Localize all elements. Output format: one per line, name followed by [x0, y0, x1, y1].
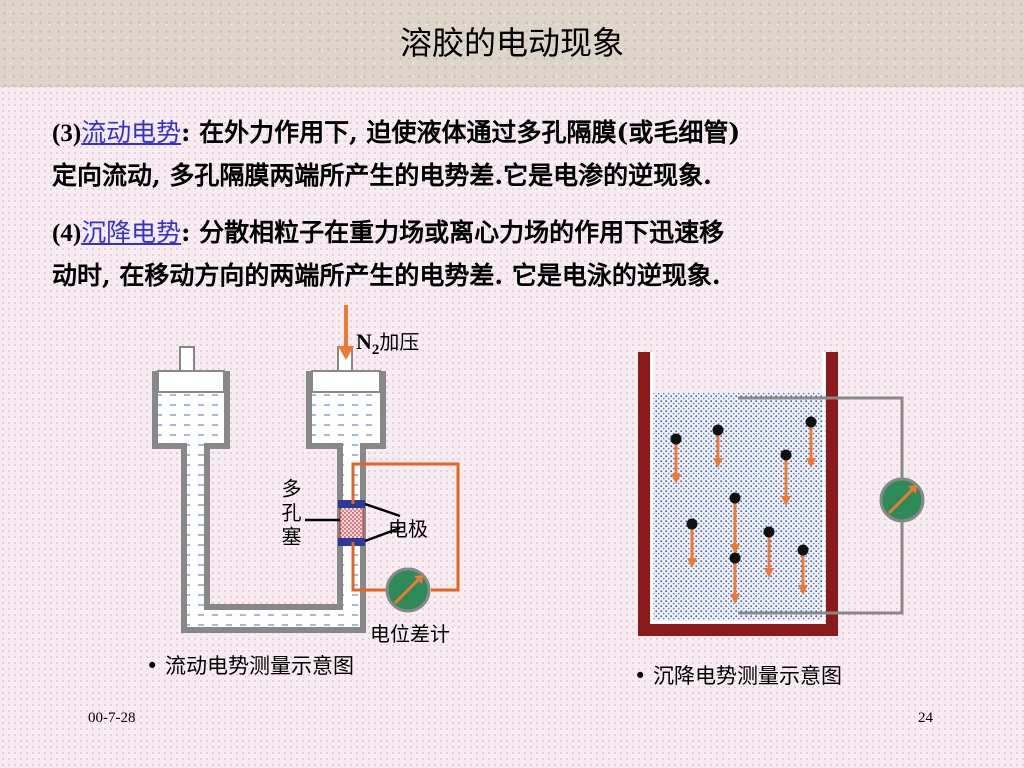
particle: [670, 433, 682, 484]
electrode-pointer-line-top: [364, 502, 401, 518]
wire-bottom: [351, 542, 386, 592]
colloid-suspension: [650, 392, 826, 622]
settling-particles: [670, 416, 817, 604]
definition-text: : 分散相粒子在重力场或离心力场的作用下迅速移: [181, 218, 725, 247]
meter-needle: [393, 575, 423, 605]
paragraph-streaming-potential: (3)流动电势: 在外力作用下, 迫使液体通过多孔隔膜(或毛细管) 定向流动, …: [52, 112, 982, 197]
definition-text-line2: 动时, 在移动方向的两端所产生的电势差. 它是电泳的逆现象.: [52, 261, 721, 290]
wire-top: [351, 462, 460, 592]
definition-text-line2: 定向流动, 多孔隔膜两端所产生的电势差.它是电渗的逆现象.: [52, 161, 712, 190]
potentiometer-label: 电位差计: [370, 622, 450, 646]
n2-subscript: 2: [371, 342, 380, 358]
particle: [729, 492, 741, 554]
slide-title: 溶胶的电动现象: [399, 24, 624, 62]
streaming-potential-caption: • 流动电势测量示意图: [146, 654, 355, 678]
meter-needle-tip: [414, 575, 423, 584]
electrode-pointer-line-bottom: [364, 526, 401, 543]
tube-outer-wall: [152, 371, 386, 633]
sedimentation-potential-caption: • 沉降电势测量示意图: [634, 664, 843, 688]
particle: [686, 518, 698, 568]
sedimentation-meter-needle: [887, 485, 917, 515]
sedimentation-meter-needle-tip: [908, 485, 917, 494]
slide-page-number: 24: [918, 710, 933, 726]
definition-text: : 在外力作用下, 迫使液体通过多孔隔膜(或毛细管): [181, 118, 741, 147]
porous-plug: [339, 505, 364, 541]
left-piston: [157, 370, 225, 393]
term-link-sedimentation-potential[interactable]: 沉降电势: [81, 218, 182, 247]
paragraph-sedimentation-potential: (4)沉降电势: 分散相粒子在重力场或离心力场的作用下迅速移 动时, 在移动方向…: [52, 212, 982, 297]
item-number: (3): [52, 120, 82, 147]
term-link-streaming-potential[interactable]: 流动电势: [81, 118, 182, 147]
beaker-wire-top: [738, 396, 904, 480]
particle: [763, 526, 775, 578]
sedimentation-beaker: [638, 352, 838, 636]
pressure-text: 加压: [379, 330, 420, 354]
n2-pressure-label: N2加压: [356, 326, 419, 359]
electrode-label: 电极: [388, 517, 428, 541]
title-bar: 溶胶的电动现象: [0, 0, 1024, 87]
beaker-wire-bottom: [738, 521, 904, 615]
beaker-inner-highlight: [650, 352, 826, 624]
item-number: (4): [52, 220, 82, 247]
tube-inner-wall: [204, 371, 343, 610]
n2-arrowhead: [338, 346, 354, 360]
particle: [780, 449, 792, 506]
particle: [797, 544, 809, 595]
slide-date: 00-7-28: [88, 710, 136, 726]
right-piston: [311, 370, 381, 393]
beaker-wall: [638, 352, 838, 636]
left-piston-rod: [179, 346, 195, 372]
n2-symbol: N: [356, 329, 372, 354]
particle: [805, 416, 817, 468]
particle: [712, 424, 724, 468]
u-tube-apparatus: [152, 346, 386, 633]
particle: [729, 552, 741, 604]
porous-plug-label: 多孔塞: [278, 478, 302, 550]
